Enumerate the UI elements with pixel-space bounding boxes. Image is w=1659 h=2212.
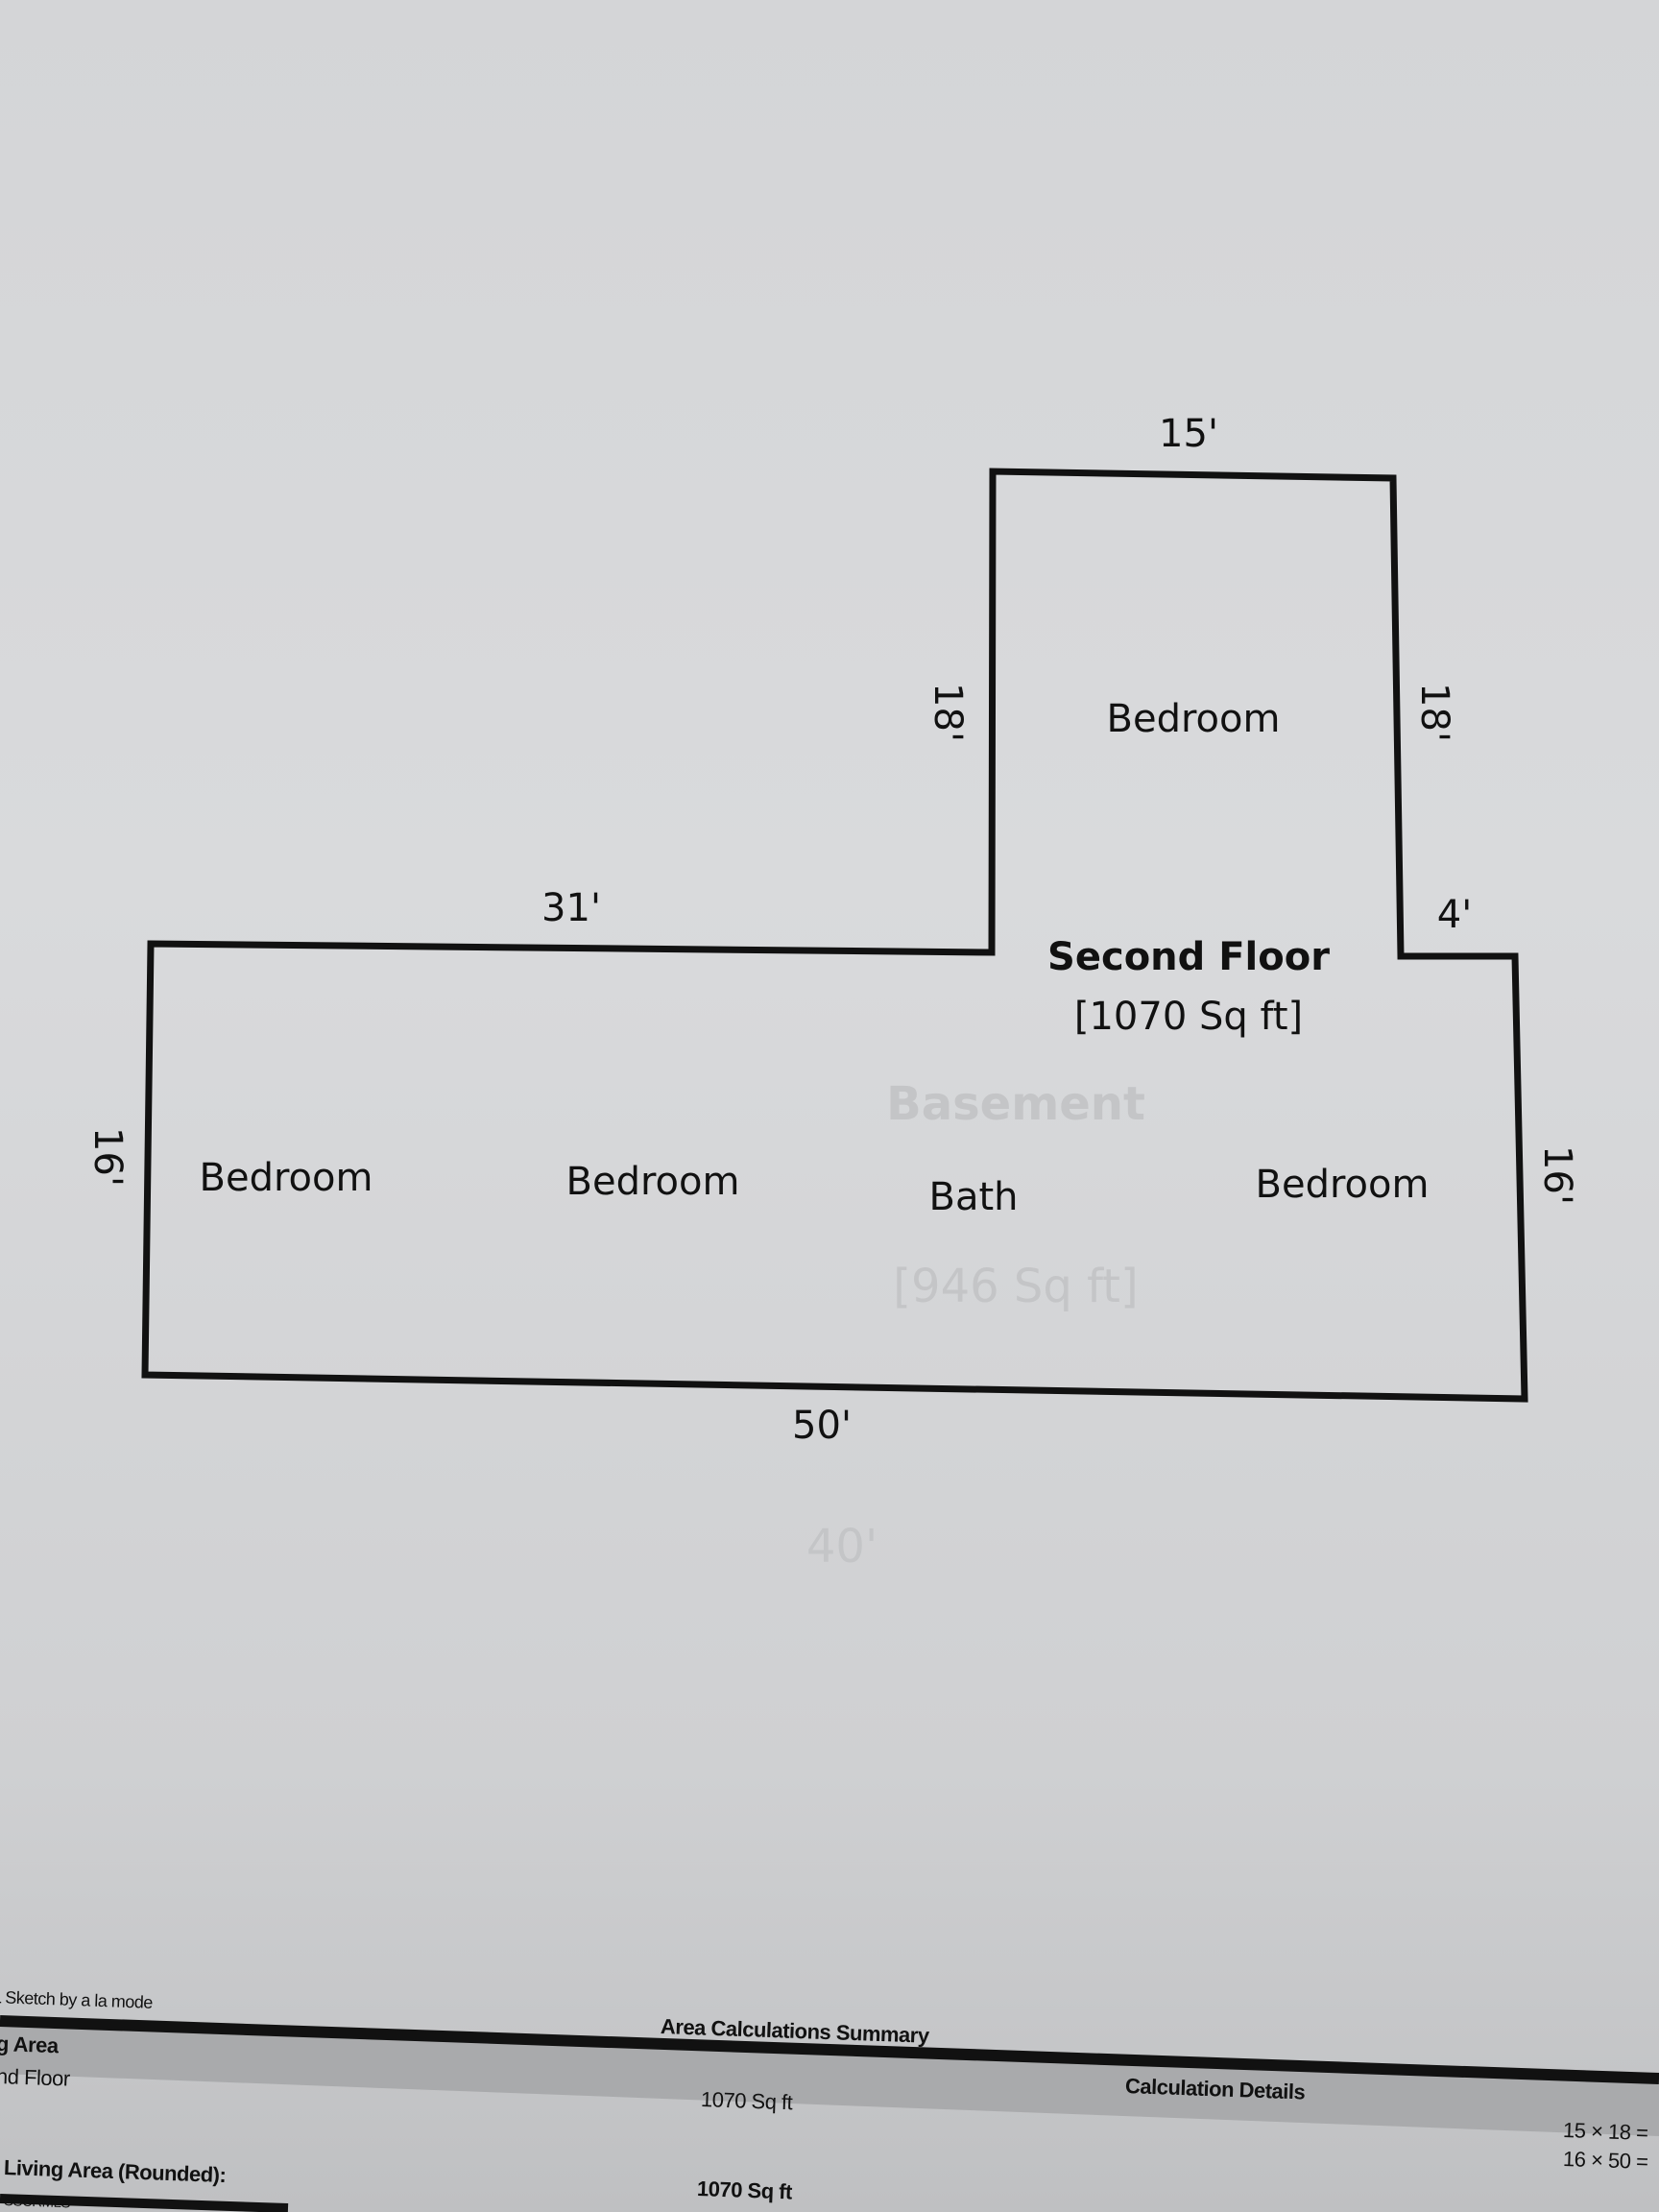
dim-bottom: 50' [792, 1404, 852, 1448]
dim-step-right: 4' [1436, 893, 1473, 937]
floor-name: Second Floor [1047, 935, 1330, 979]
room-bedroom-2: Bedroom [565, 1160, 740, 1204]
floor-row-area: 1070 Sq ft [700, 2087, 793, 2115]
table-top-rule [0, 2015, 1659, 2084]
dim-left: 16' [85, 1127, 130, 1187]
floor-area: [1070 Sq ft] [1073, 995, 1304, 1039]
total-value: 1070 Sq ft [696, 2176, 793, 2204]
second-floor-outline [141, 468, 1528, 1403]
calc-line-1: 15 × 18 = [1562, 2118, 1648, 2146]
ghost-basement-area: [946 Sq ft] [893, 1260, 1139, 1313]
dim-upper-left: 18' [926, 683, 970, 742]
room-bath: Bath [928, 1175, 1019, 1219]
dim-upper-right: 18' [1412, 683, 1456, 742]
calc-line-2: 16 × 50 = [1562, 2147, 1648, 2175]
table-header-band [0, 2021, 1659, 2136]
ghost-dimension: 40' [805, 1520, 878, 1574]
dim-right: 16' [1535, 1145, 1579, 1205]
floor-row-label: nd Floor [0, 2064, 71, 2091]
dim-left-top: 31' [541, 886, 601, 930]
ghost-basement-label: Basement [886, 1077, 1145, 1131]
mls-mark: SSCRMLS [3, 2193, 71, 2212]
area-header: g Area [0, 2032, 60, 2058]
room-bedroom-1: Bedroom [199, 1156, 373, 1200]
room-bedroom-upper: Bedroom [1106, 697, 1281, 741]
table-bottom-rule [0, 2194, 289, 2212]
dim-top: 15' [1159, 412, 1218, 456]
room-bedroom-3: Bedroom [1255, 1163, 1430, 1207]
